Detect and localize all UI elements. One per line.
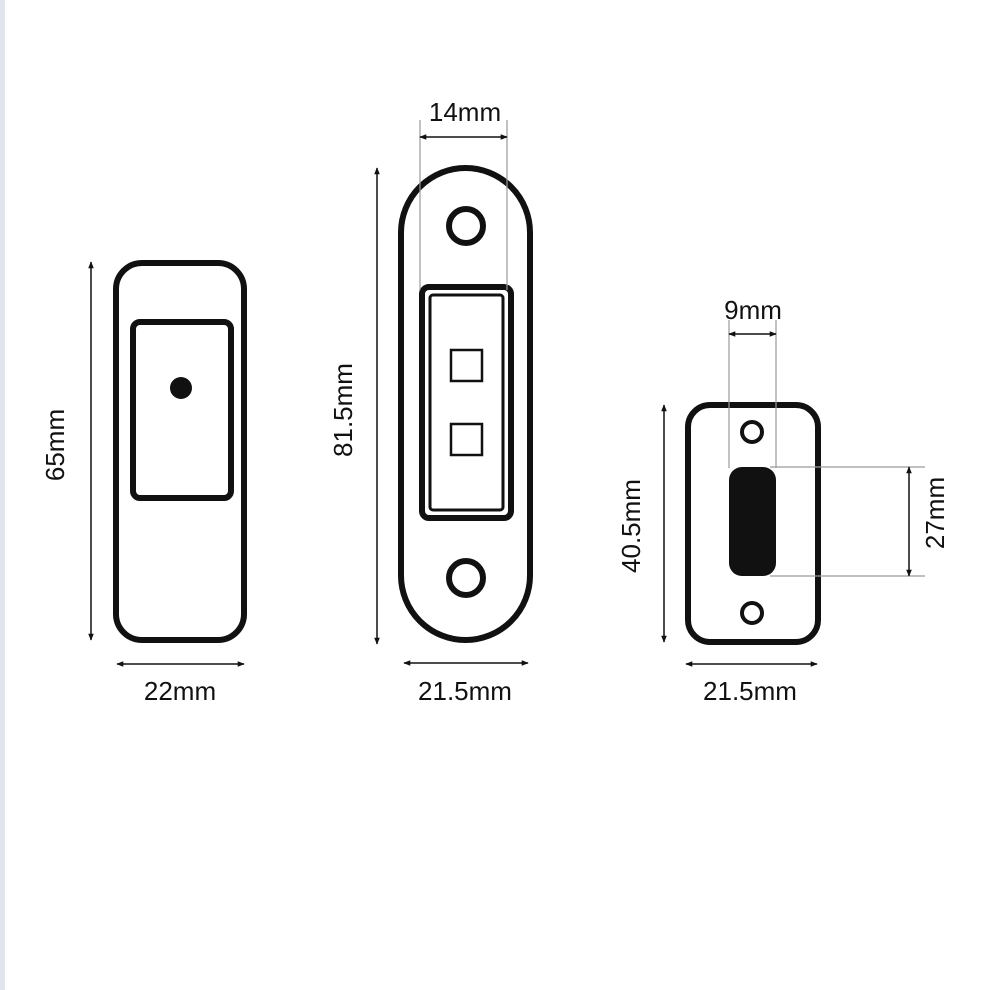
part-1-width-dimension: 22mm (116, 661, 245, 706)
left-edge-rule (0, 0, 5, 990)
part-2-slot-width-dimension: 14mm (419, 97, 508, 290)
part-1-height-dimension: 65mm (40, 261, 94, 641)
part-3-bottom-screw-hole-icon (740, 601, 764, 625)
part-3-slot-width-dimension: 9mm (724, 295, 782, 468)
part-3-height-dimension: 40.5mm (616, 404, 667, 643)
part-2-strike-plate (398, 165, 533, 643)
part-3-slot (729, 467, 776, 576)
part-3-outline (685, 402, 821, 645)
part-1-width-label: 22mm (144, 676, 216, 706)
part-3-short-plate (685, 402, 821, 645)
part-2-slot-outer (419, 284, 514, 521)
part-3-slot-height-label: 27mm (920, 477, 950, 549)
part-2-height-label: 81.5mm (328, 363, 358, 457)
part-2-slot-inner (428, 293, 505, 512)
part-2-width-label: 21.5mm (418, 676, 512, 706)
part-3-slot-height-dimension: 27mm (770, 466, 950, 577)
part-1-outline (113, 260, 247, 643)
part-2-lower-square-icon (449, 422, 484, 457)
part-3-height-label: 40.5mm (616, 479, 646, 573)
part-1-dot-icon (170, 377, 192, 399)
part-2-upper-square-icon (449, 348, 484, 383)
part-2-slot-width-label: 14mm (429, 97, 501, 127)
part-2-top-screw-hole-icon (446, 206, 486, 246)
part-2-outline (398, 165, 533, 643)
part-2-bottom-screw-hole-icon (446, 558, 486, 598)
part-1-inner-panel (130, 319, 234, 501)
part-3-width-dimension: 21.5mm (685, 661, 818, 706)
part-1-height-label: 65mm (40, 409, 70, 481)
part-3-slot-width-label: 9mm (724, 295, 782, 325)
part-2-width-dimension: 21.5mm (403, 660, 529, 706)
part-3-width-label: 21.5mm (703, 676, 797, 706)
part-3-top-screw-hole-icon (740, 420, 764, 444)
part-1-magnet-body (113, 260, 247, 643)
part-2-height-dimension: 81.5mm (328, 167, 380, 645)
